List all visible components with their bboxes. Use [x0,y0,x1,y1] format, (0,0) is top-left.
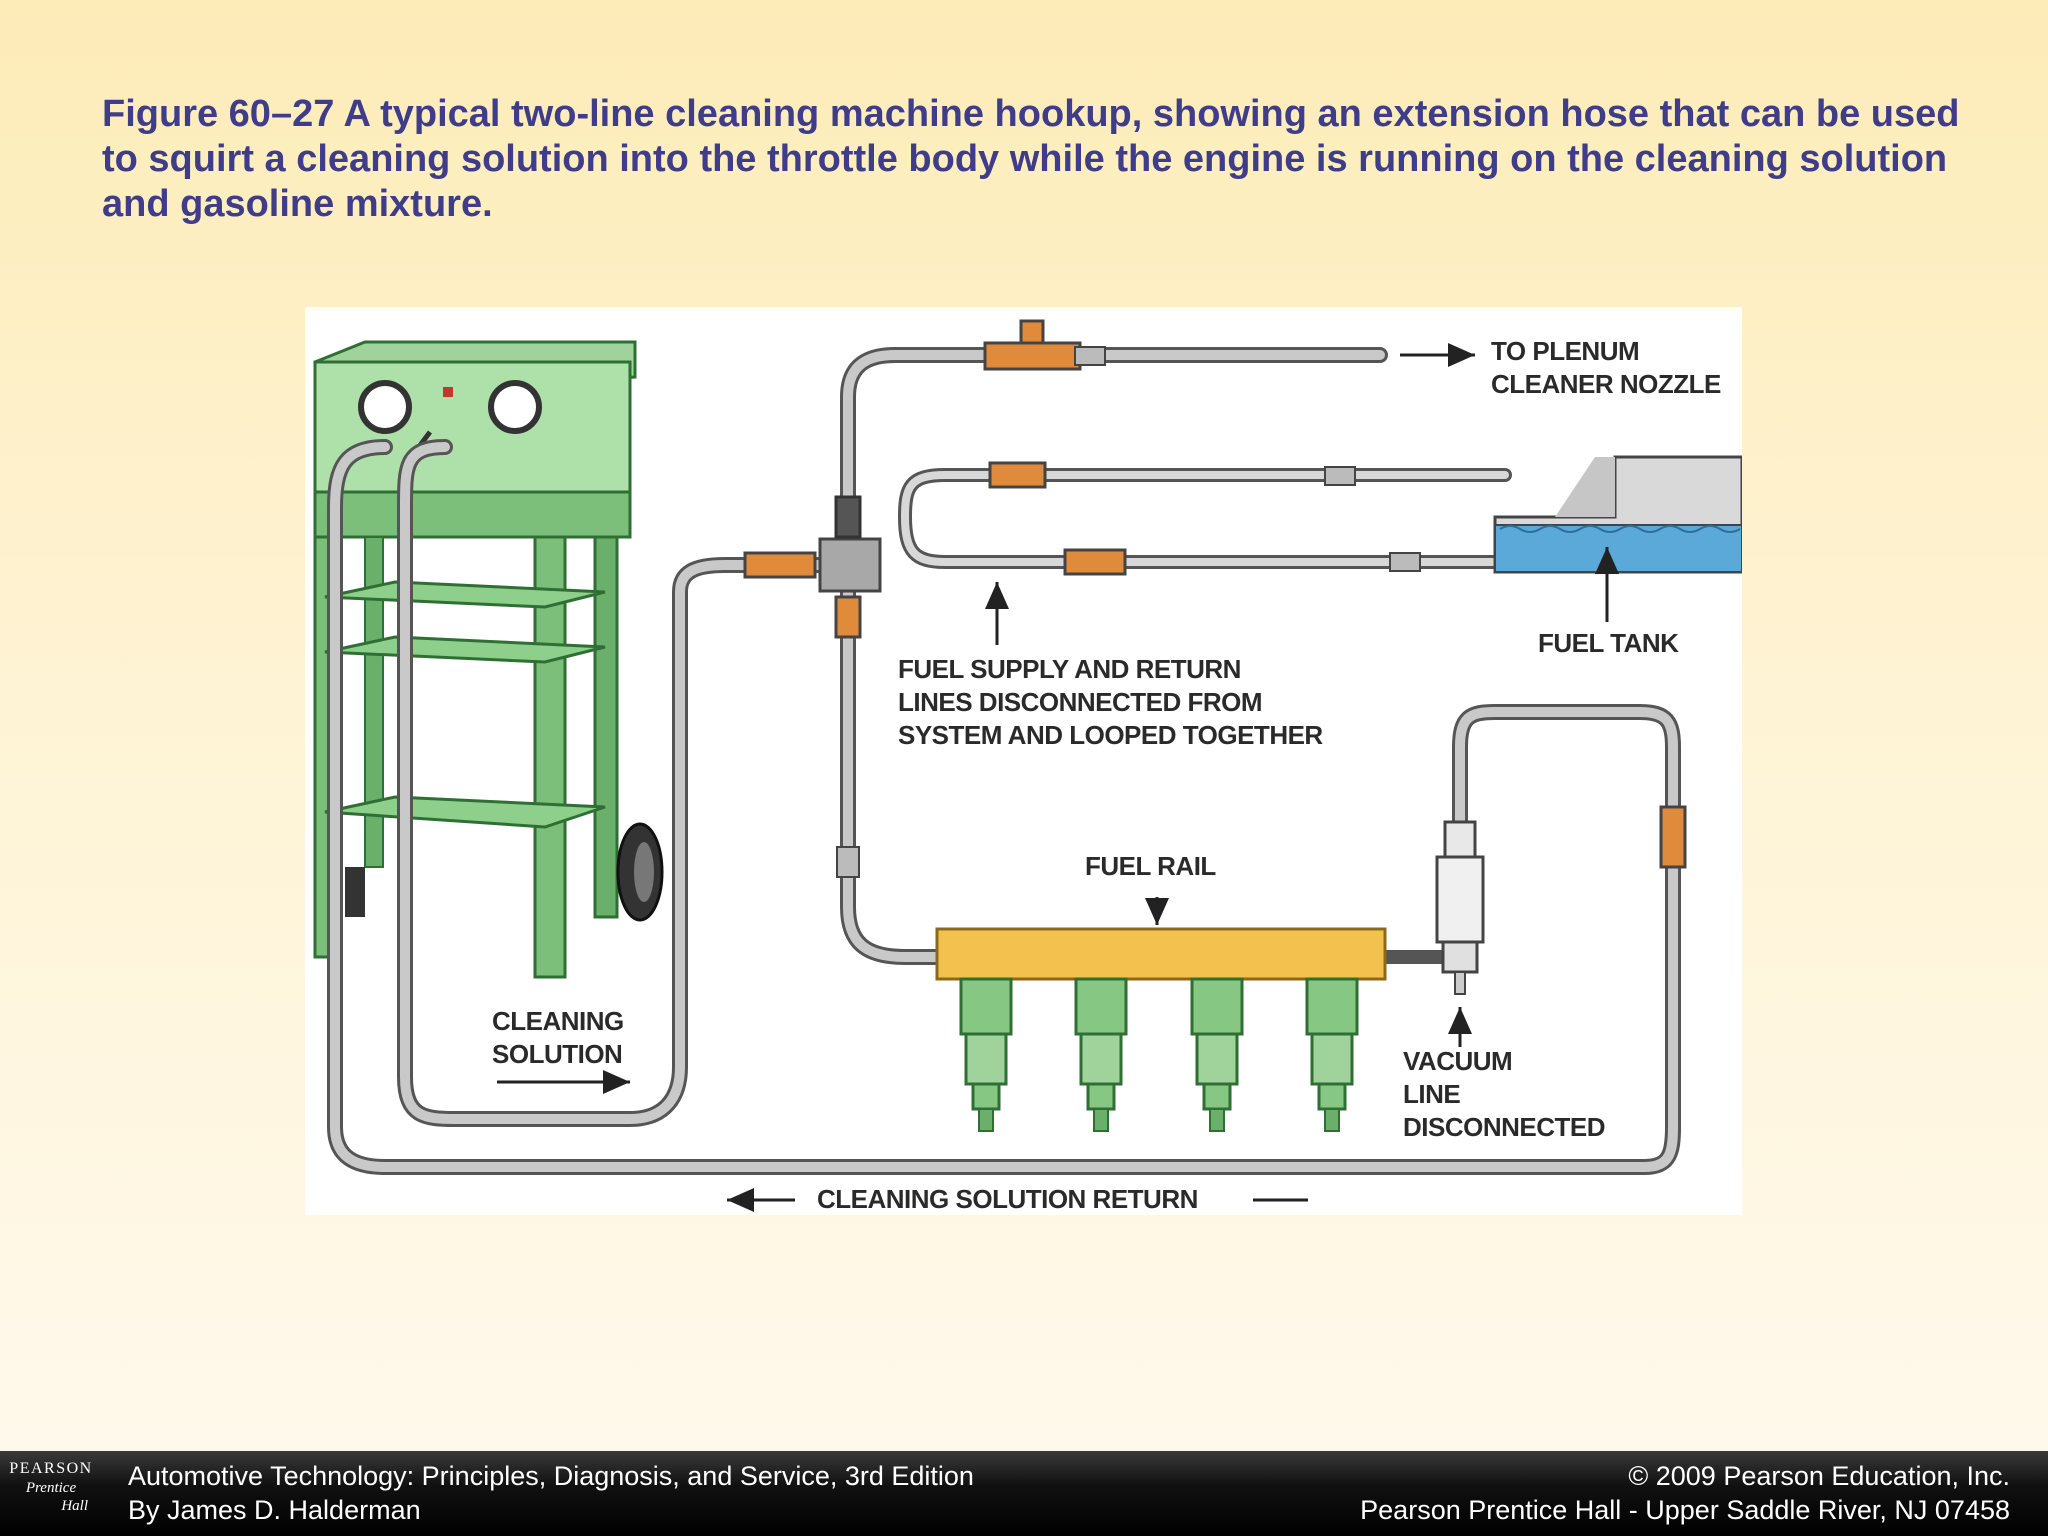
logo-pearson-text: PEARSON [9,1460,93,1477]
logo-prentice-text: Prentice [25,1480,77,1496]
diagram-drawing [313,319,1742,1212]
pressure-regulator [1435,820,1485,995]
label-fuel-tank: FUEL TANK [1538,628,1679,658]
hoses [327,347,1681,1175]
figure-caption: Figure 60–27 A typical two-line cleaning… [102,93,1960,225]
label-return: CLEANING SOLUTION RETURN [817,1184,1198,1214]
logo-hall-text: Hall [61,1498,88,1514]
cleaning-machine [313,340,664,979]
label-fuel-rail: FUEL RAIL [1085,851,1216,881]
callout-arrows [497,343,1619,1212]
footer-bar: PEARSON Prentice Hall Automotive Technol… [0,1451,2048,1536]
copyright: © 2009 Pearson Education, Inc. [1628,1461,2010,1491]
label-to-plenum: TO PLENUM CLEANER NOZZLE [1491,336,1721,399]
book-title: Automotive Technology: Principles, Diagn… [128,1461,974,1491]
label-fuel-lines: FUEL SUPPLY AND RETURN LINES DISCONNECTE… [898,654,1323,750]
fuel-tank [1493,455,1742,574]
hookup-diagram: TO PLENUM CLEANER NOZZLE FUEL TANK FUEL … [305,307,1742,1215]
fuel-rail [935,927,1387,981]
pearson-logo: PEARSON Prentice Hall [0,1459,102,1536]
label-cleaning-solution: CLEANING SOLUTION [492,1006,624,1069]
label-vacuum-line: VACUUM LINE DISCONNECTED [1403,1046,1606,1142]
hose-fittings [743,319,1687,878]
author: By James D. Halderman [128,1495,421,1525]
publisher: Pearson Prentice Hall - Upper Saddle Riv… [1360,1495,2010,1525]
injectors [959,977,1359,1132]
